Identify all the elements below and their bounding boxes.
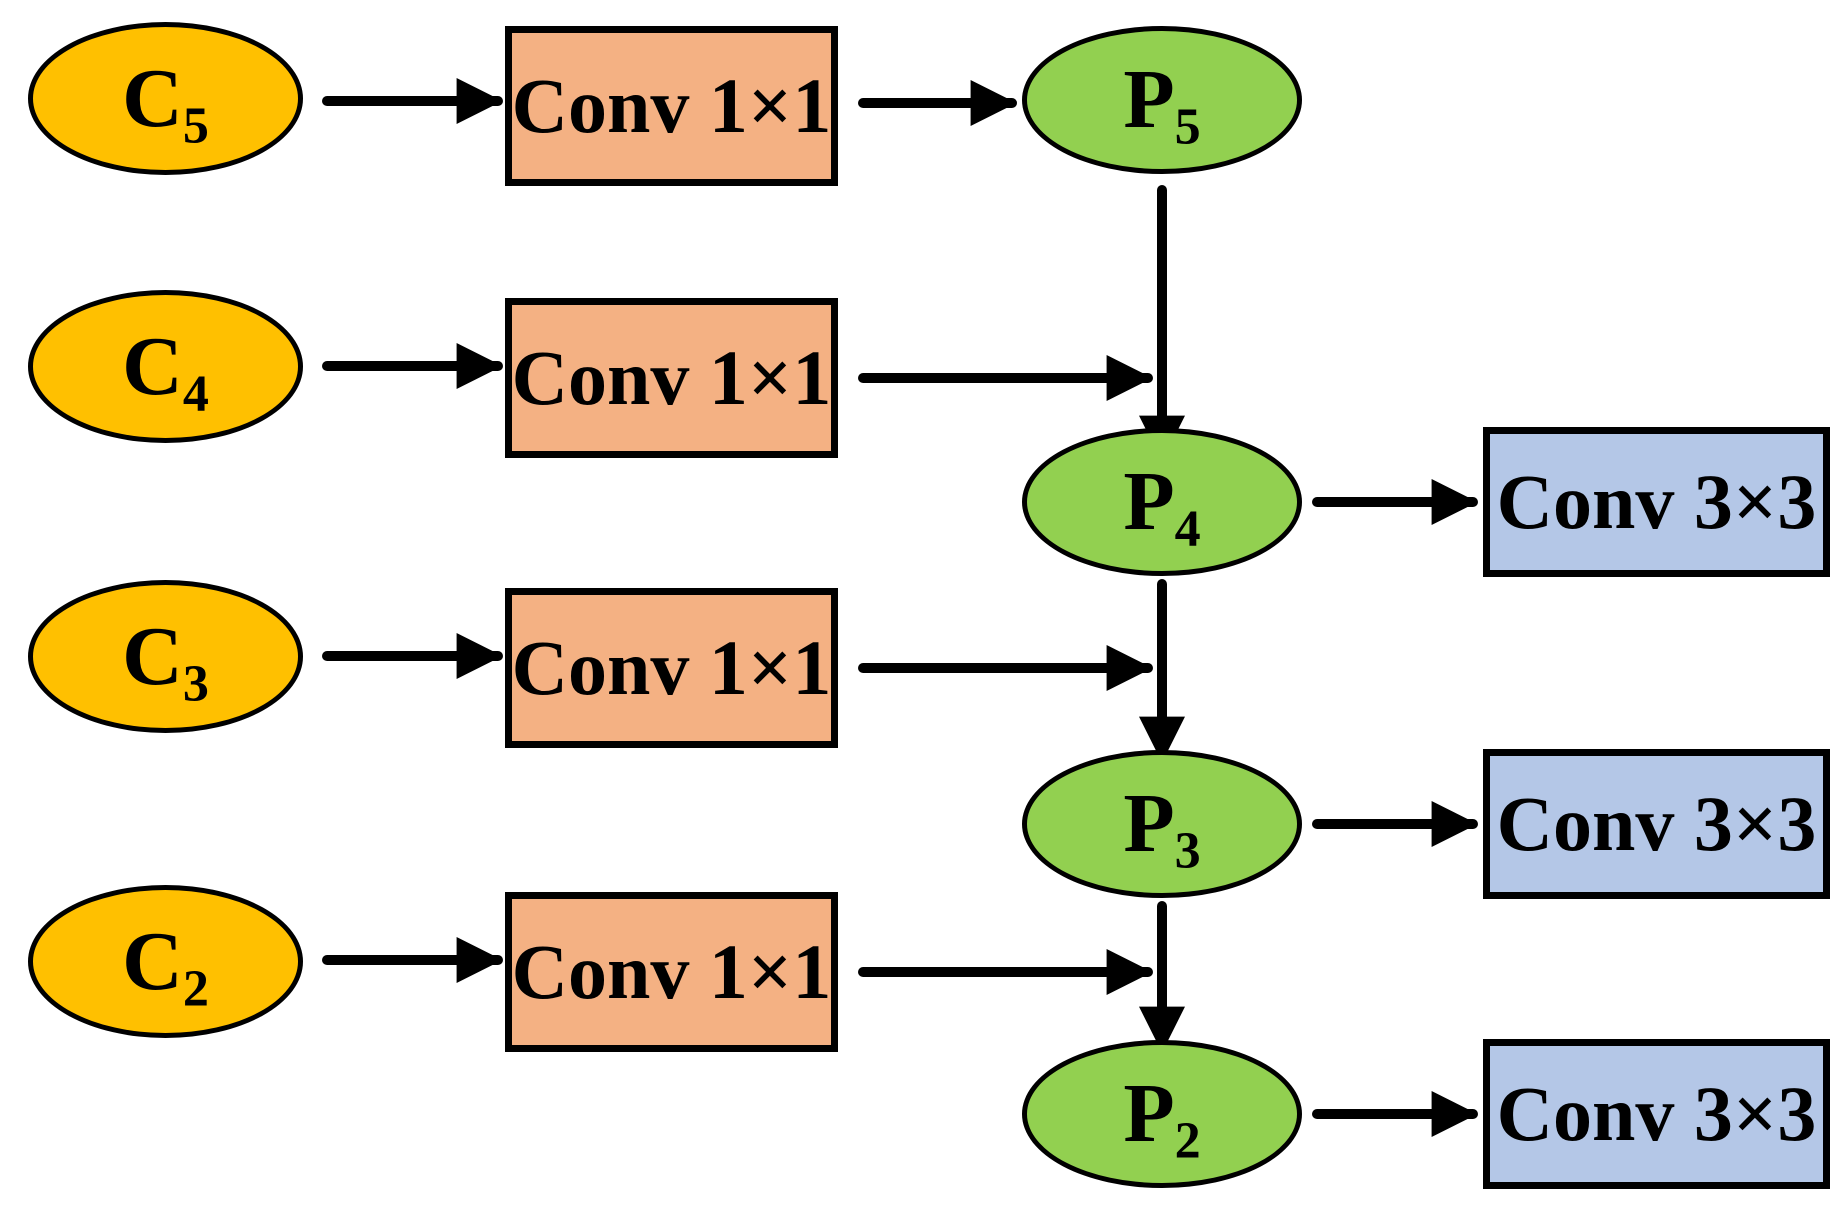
node-c2-label: C2 [122,919,209,1015]
node-p3-main: P [1123,777,1175,870]
node-c5-subscript: 5 [182,97,209,155]
node-p3: P3 [1022,750,1302,898]
node-p4-label: P4 [1123,460,1200,556]
node-c3-label: C3 [122,614,209,710]
node-c4-subscript: 4 [182,365,209,423]
box-conv1x1-row1-label: Conv 1×1 [511,62,832,149]
node-p3-label: P3 [1123,782,1200,878]
node-c2: C2 [28,885,303,1038]
node-p4-main: P [1123,455,1175,548]
box-conv1x1-row2-label: Conv 1×1 [511,334,832,421]
node-p4: P4 [1022,428,1302,576]
node-c2-subscript: 2 [182,960,209,1018]
box-conv3x3-row2: Conv 3×3 [1483,749,1830,899]
node-c3: C3 [28,580,303,733]
node-p2-subscript: 2 [1174,1112,1201,1170]
node-p5-label: P5 [1123,58,1200,154]
node-c2-main: C [122,914,183,1008]
node-p2: P2 [1022,1040,1302,1188]
node-p4-subscript: 4 [1174,500,1201,558]
node-c3-main: C [122,609,183,703]
node-c4: C4 [28,290,303,443]
box-conv1x1-row3-label: Conv 1×1 [511,624,832,711]
box-conv3x3-row3-label: Conv 3×3 [1496,1070,1817,1157]
box-conv3x3-row1: Conv 3×3 [1483,427,1830,577]
node-p5-main: P [1123,53,1175,146]
node-p5: P5 [1022,26,1302,174]
box-conv1x1-row3: Conv 1×1 [505,588,838,748]
node-p5-subscript: 5 [1174,98,1201,156]
node-c5-main: C [122,51,183,145]
node-p2-main: P [1123,1067,1175,1160]
box-conv1x1-row4-label: Conv 1×1 [511,928,832,1015]
node-c5-label: C5 [122,56,209,152]
box-conv3x3-row2-label: Conv 3×3 [1496,780,1817,867]
node-c3-subscript: 3 [182,655,209,713]
node-c4-label: C4 [122,324,209,420]
node-c5: C5 [28,22,303,175]
box-conv1x1-row2: Conv 1×1 [505,298,838,458]
node-p2-label: P2 [1123,1072,1200,1168]
node-c4-main: C [122,319,183,413]
box-conv1x1-row4: Conv 1×1 [505,892,838,1052]
node-p3-subscript: 3 [1174,822,1201,880]
box-conv1x1-row1: Conv 1×1 [505,26,838,186]
box-conv3x3-row3: Conv 3×3 [1483,1039,1830,1189]
box-conv3x3-row1-label: Conv 3×3 [1496,458,1817,545]
